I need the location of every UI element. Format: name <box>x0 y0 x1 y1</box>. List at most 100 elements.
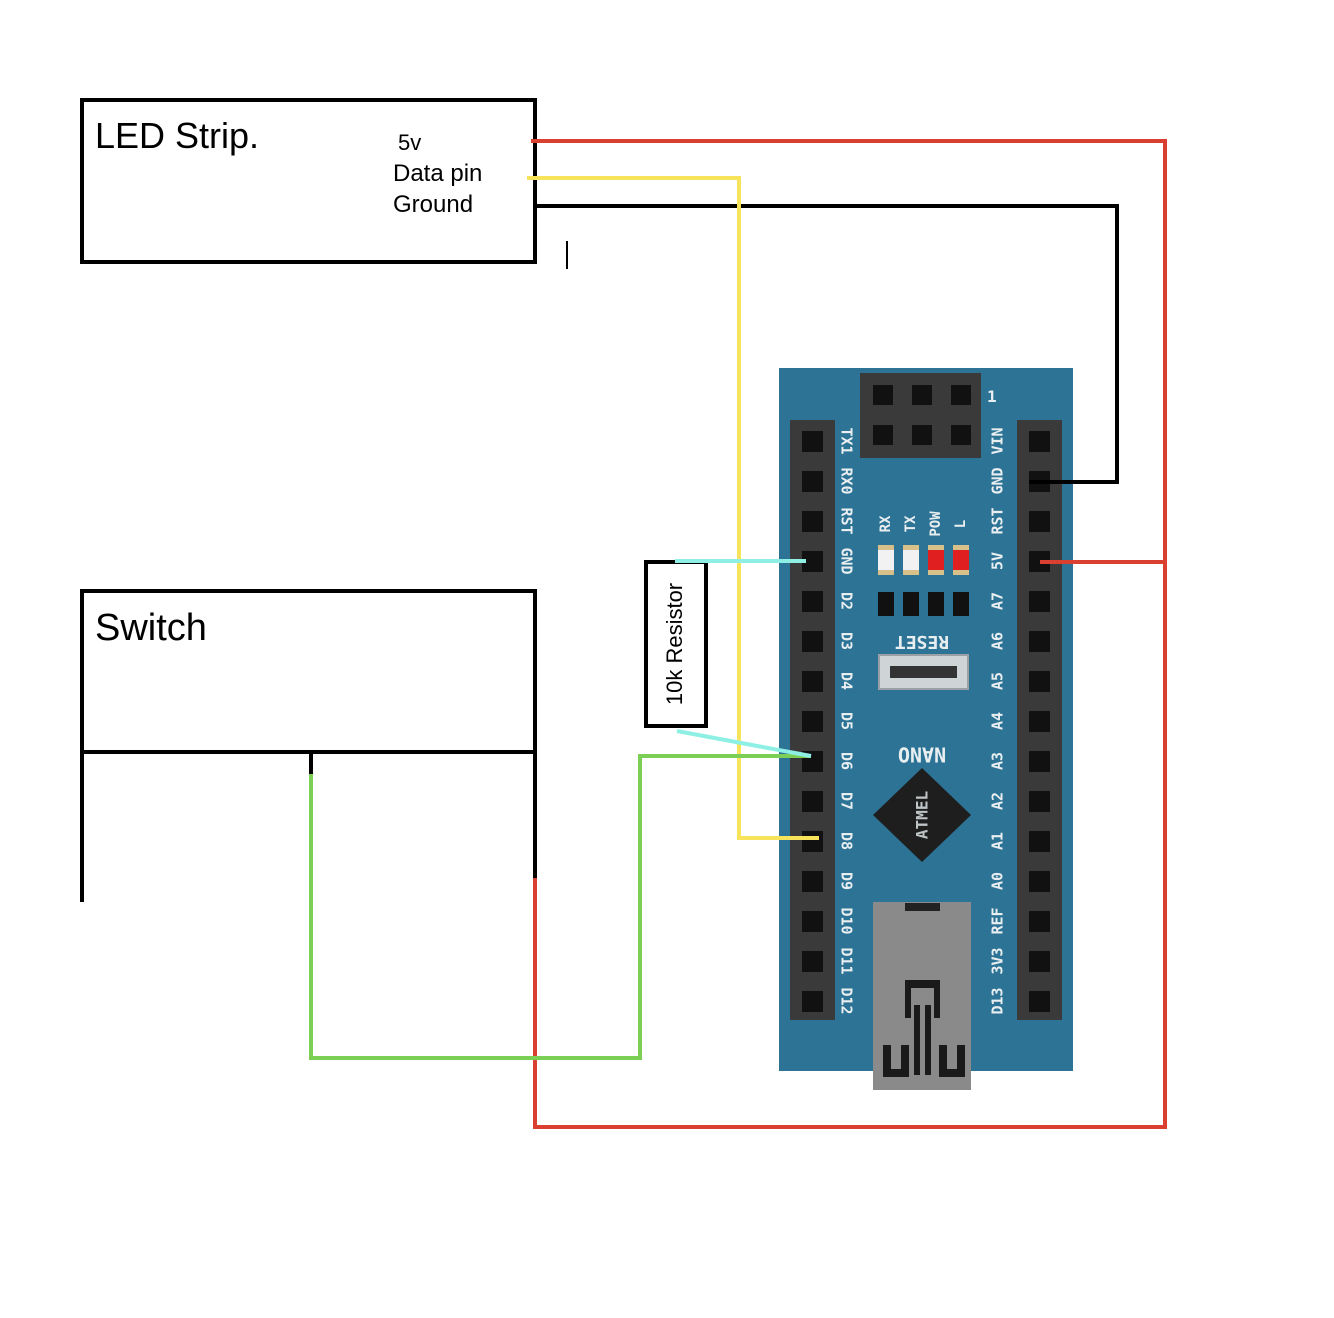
right-pin-d13 <box>1029 991 1050 1012</box>
left-pin-label-d5: D5 <box>838 712 856 730</box>
right-pin-label-a6: A6 <box>989 632 1007 650</box>
switch-block: Switch <box>80 589 537 902</box>
right-pin-a0 <box>1029 871 1050 892</box>
left-pin-label-d12: D12 <box>838 987 856 1014</box>
switch-box <box>80 589 537 754</box>
led-tx <box>903 550 919 570</box>
left-pin-rst <box>802 511 823 532</box>
left-pin-d9 <box>802 871 823 892</box>
left-pin-d5 <box>802 711 823 732</box>
icsp-pin-0-2 <box>951 385 971 405</box>
right-pin-label-5v: 5V <box>989 552 1007 570</box>
right-pin-3v3 <box>1029 951 1050 972</box>
left-pins <box>802 431 823 1012</box>
right-pins <box>1029 431 1050 1012</box>
right-pin-label-gnd: GND <box>989 467 1007 494</box>
right-pin-label-ref: REF <box>989 907 1007 934</box>
resistor-lead-bottom <box>676 729 812 758</box>
icsp-pin1-label: 1 <box>987 387 997 406</box>
right-pin-rst <box>1029 511 1050 532</box>
left-pin-label-d9: D9 <box>838 872 856 890</box>
right-pin-a5 <box>1029 671 1050 692</box>
right-pin-label-a2: A2 <box>989 792 1007 810</box>
left-pin-label-d11: D11 <box>838 947 856 974</box>
left-pin-gnd <box>802 551 823 572</box>
right-pin-a6 <box>1029 631 1050 652</box>
left-pin-label-gnd: GND <box>838 547 856 574</box>
data-wire <box>527 176 819 840</box>
left-pin-label-d4: D4 <box>838 672 856 690</box>
right-pin-a3 <box>1029 751 1050 772</box>
power-wire-switch <box>533 560 1167 1129</box>
reset-label: RESET <box>895 631 949 652</box>
left-pin-label-rx0: RX0 <box>838 467 856 494</box>
right-pin-vin <box>1029 431 1050 452</box>
led-strip-title: LED Strip. <box>95 115 259 156</box>
left-pin-d4 <box>802 671 823 692</box>
led-label-pow: POW <box>928 511 944 537</box>
led-label-l: L <box>953 520 969 528</box>
left-pin-d10 <box>802 911 823 932</box>
switch-title: Switch <box>95 607 207 649</box>
icsp-pin-1-2 <box>951 425 971 445</box>
led-strip-pin-data: Data pin <box>393 160 482 187</box>
left-pin-label-rst: RST <box>838 507 856 534</box>
ground-wire <box>537 204 1119 484</box>
chip-label: ATMEL <box>913 791 932 839</box>
board-name-label: NANO <box>898 743 946 767</box>
right-pin-label-a0: A0 <box>989 872 1007 890</box>
led-resistor-tx <box>903 592 919 616</box>
led-label-tx: TX <box>903 515 919 532</box>
left-pin-d12 <box>802 991 823 1012</box>
right-pin-label-a4: A4 <box>989 712 1007 730</box>
right-pin-label-3v3: 3V3 <box>989 947 1007 974</box>
right-pin-a2 <box>1029 791 1050 812</box>
right-pin-a1 <box>1029 831 1050 852</box>
icsp-pin-0-1 <box>912 385 932 405</box>
led-strip-box <box>80 98 537 264</box>
led-resistor-rx <box>878 592 894 616</box>
left-pin-label-d10: D10 <box>838 907 856 934</box>
atmel-chip <box>873 768 971 862</box>
left-pin-label-d7: D7 <box>838 792 856 810</box>
power-wire-led <box>531 139 1167 564</box>
left-pin-label-d3: D3 <box>838 632 856 650</box>
icsp-pin-1-1 <box>912 425 932 445</box>
left-pin-label-d2: D2 <box>838 592 856 610</box>
left-pin-label-d8: D8 <box>838 832 856 850</box>
left-pin-d3 <box>802 631 823 652</box>
wires <box>309 139 1167 1129</box>
resistor-body <box>644 560 708 728</box>
right-pin-label-a1: A1 <box>989 832 1007 850</box>
usb-port-icon <box>883 980 965 1077</box>
led-rx <box>878 550 894 570</box>
left-pin-tx1 <box>802 431 823 452</box>
left-pin-label-d6: D6 <box>838 752 856 770</box>
right-pin-ref <box>1029 911 1050 932</box>
left-pin-rx0 <box>802 471 823 492</box>
led-strip-pin-5v: 5v <box>398 130 421 155</box>
led-pow <box>928 550 944 570</box>
resistor-10k: 10k Resistor <box>644 560 708 728</box>
right-pin-label-vin: VIN <box>989 427 1007 454</box>
switch-signal-wire <box>309 754 811 1060</box>
icsp-pin-1-0 <box>873 425 893 445</box>
led-strip-block: LED Strip. 5v Data pin Ground <box>80 98 568 269</box>
led-label-rx: RX <box>878 515 894 532</box>
right-pin-label-rst: RST <box>989 507 1007 534</box>
led-resistor-pow <box>928 592 944 616</box>
right-pin-a7 <box>1029 591 1050 612</box>
left-pin-d8 <box>802 831 823 852</box>
resistor-label: 10k Resistor <box>662 583 687 705</box>
right-pin-label-a5: A5 <box>989 672 1007 690</box>
icsp-pins <box>873 385 971 445</box>
right-pin-label-a7: A7 <box>989 592 1007 610</box>
right-pin-label-a3: A3 <box>989 752 1007 770</box>
status-leds: RX TX POW L <box>878 511 969 616</box>
left-pin-label-tx1: TX1 <box>838 427 856 454</box>
led-strip-pin-ground: Ground <box>393 191 473 218</box>
arduino-nano-board: 1 TX1RX0RSTGNDD2D3D4D5D6D7D8D9D10D11D12 … <box>779 368 1073 1090</box>
left-pin-d11 <box>802 951 823 972</box>
